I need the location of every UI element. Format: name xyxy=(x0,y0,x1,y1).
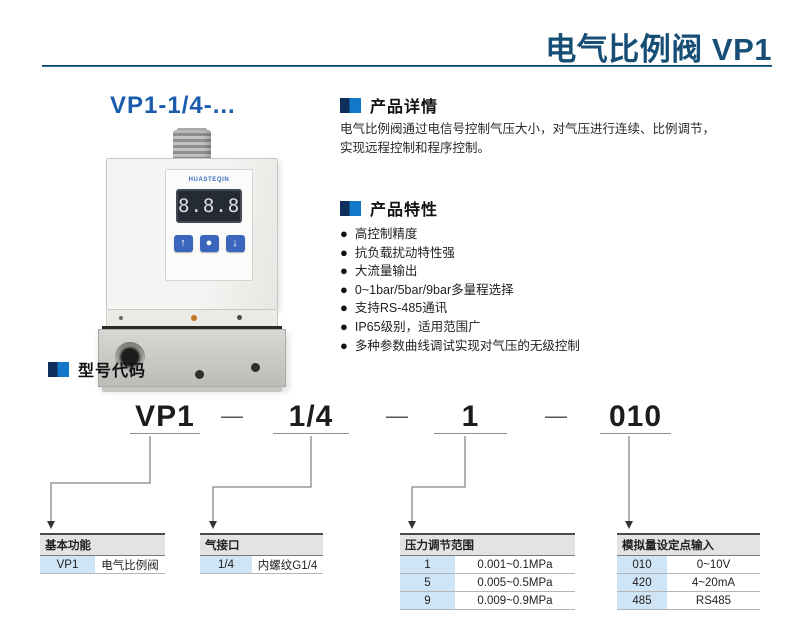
air-port-icon xyxy=(115,342,145,372)
code-segment-range: 1 xyxy=(434,400,507,434)
model-code-connector-lines xyxy=(47,436,633,529)
valve-lower-body xyxy=(98,329,286,387)
feature-item: ●抗负载扰动特性强 xyxy=(340,244,780,263)
code-separator: — xyxy=(221,403,243,428)
page-title: 电气比例阀 VP1 xyxy=(545,32,772,67)
section-marker-icon xyxy=(340,200,361,216)
dark-led-icon xyxy=(237,315,242,320)
details-line: 电气比例阀通过电信号控制气压大小，对气压进行连续、比例调节， xyxy=(340,122,716,136)
feature-item: ●高控制精度 xyxy=(340,225,780,244)
code-segment-input: 010 xyxy=(600,400,671,434)
valve-upper-body: HUASTEQIN 8.8.8 ↑ ● ↓ xyxy=(106,158,278,310)
panel-buttons: ↑ ● ↓ xyxy=(166,235,252,252)
bullet-icon: ● xyxy=(340,281,348,297)
model-heading: VP1-1/4-... xyxy=(110,92,236,119)
body-groove xyxy=(102,326,282,329)
section-marker-icon xyxy=(48,361,69,377)
code-separator: — xyxy=(386,403,408,428)
code-cell: 5 xyxy=(400,573,455,592)
table-title: 气接口 xyxy=(200,533,323,556)
up-arrow-icon: ↑ xyxy=(173,235,193,252)
arrowhead-icon xyxy=(47,521,633,529)
table-basic-function: 基本功能 VP1 电气比例阀 xyxy=(40,533,165,574)
table-row: 9 0.009~0.9MPa xyxy=(400,591,575,610)
table-title: 模拟量设定点输入 xyxy=(617,533,760,556)
table-title: 压力调节范围 xyxy=(400,533,575,556)
code-cell: VP1 xyxy=(40,555,95,574)
details-text: 电气比例阀通过电信号控制气压大小，对气压进行连续、比例调节， 实现远程控制和程序… xyxy=(340,120,780,159)
code-cell: 1 xyxy=(400,555,455,574)
section-marker-icon xyxy=(340,97,361,113)
table-row: 485 RS485 xyxy=(617,591,760,610)
table-title: 基本功能 xyxy=(40,533,165,556)
model-code-heading-label: 型号代码 xyxy=(78,363,147,380)
table-analog-input: 模拟量设定点输入 010 0~10V 420 4~20mA 485 RS485 xyxy=(617,533,760,610)
table-row: VP1 电气比例阀 xyxy=(40,555,165,574)
details-heading: 产品详情 xyxy=(340,93,438,117)
code-cell: 9 xyxy=(400,591,455,610)
bullet-icon: ● xyxy=(340,263,348,279)
value-cell: 内螺纹G1/4 xyxy=(252,555,323,574)
value-cell: RS485 xyxy=(667,591,760,610)
indicator-dot-icon xyxy=(119,316,123,320)
bullet-icon: ● xyxy=(340,337,348,353)
code-cell: 010 xyxy=(617,555,667,574)
orange-led-icon xyxy=(191,315,197,321)
feature-item: ●IP65级别，适用范围广 xyxy=(340,318,780,337)
bullet-icon: ● xyxy=(340,244,348,260)
set-dot-icon: ● xyxy=(199,235,219,252)
model-code-heading: 型号代码 xyxy=(48,357,146,381)
feature-item: ●大流量输出 xyxy=(340,262,780,281)
code-separator: — xyxy=(545,403,567,428)
valve-base xyxy=(102,387,282,392)
value-cell: 0~10V xyxy=(667,555,760,574)
code-segment-basic: VP1 xyxy=(130,400,200,434)
code-cell: 1/4 xyxy=(200,555,252,574)
code-cell: 420 xyxy=(617,573,667,592)
table-row: 1 0.001~0.1MPa xyxy=(400,555,575,574)
value-cell: 0.009~0.9MPa xyxy=(455,591,575,610)
threaded-connector xyxy=(173,130,211,160)
code-cell: 485 xyxy=(617,591,667,610)
value-cell: 0.001~0.1MPa xyxy=(455,555,575,574)
brand-label: HUASTEQIN xyxy=(188,177,230,183)
led-band xyxy=(106,310,278,326)
feature-list: ●高控制精度 ●抗负载扰动特性强 ●大流量输出 ●0~1bar/5bar/9ba… xyxy=(340,225,780,355)
value-cell: 0.005~0.5MPa xyxy=(455,573,575,592)
screw-icon xyxy=(195,370,204,379)
table-row: 5 0.005~0.5MPa xyxy=(400,573,575,592)
feature-item: ●0~1bar/5bar/9bar多量程选择 xyxy=(340,281,780,300)
down-arrow-icon: ↓ xyxy=(225,235,245,252)
bullet-icon: ● xyxy=(340,226,348,241)
bullet-icon: ● xyxy=(340,300,348,316)
value-cell: 电气比例阀 xyxy=(95,555,165,574)
value-cell: 4~20mA xyxy=(667,573,760,592)
details-line: 实现远程控制和程序控制。 xyxy=(340,141,491,156)
product-photo: HUASTEQIN 8.8.8 ↑ ● ↓ xyxy=(78,128,306,392)
table-row: 1/4 内螺纹G1/4 xyxy=(200,555,323,574)
features-heading-label: 产品特性 xyxy=(370,202,439,219)
bullet-icon: ● xyxy=(340,318,348,334)
lcd-display: 8.8.8 xyxy=(176,189,242,223)
features-heading: 产品特性 xyxy=(340,196,438,220)
table-pressure-range: 压力调节范围 1 0.001~0.1MPa 5 0.005~0.5MPa 9 0… xyxy=(400,533,575,610)
feature-item: ●支持RS-485通讯 xyxy=(340,299,780,318)
feature-item: ●多种参数曲线调试实现对气压的无级控制 xyxy=(340,337,780,356)
code-segment-port: 1/4 xyxy=(273,400,349,434)
table-row: 420 4~20mA xyxy=(617,573,760,592)
control-panel: HUASTEQIN 8.8.8 ↑ ● ↓ xyxy=(165,169,253,281)
table-row: 010 0~10V xyxy=(617,555,760,574)
details-heading-label: 产品详情 xyxy=(370,99,439,116)
title-divider xyxy=(42,65,772,67)
screw-icon xyxy=(251,363,260,372)
table-air-port: 气接口 1/4 内螺纹G1/4 xyxy=(200,533,323,574)
